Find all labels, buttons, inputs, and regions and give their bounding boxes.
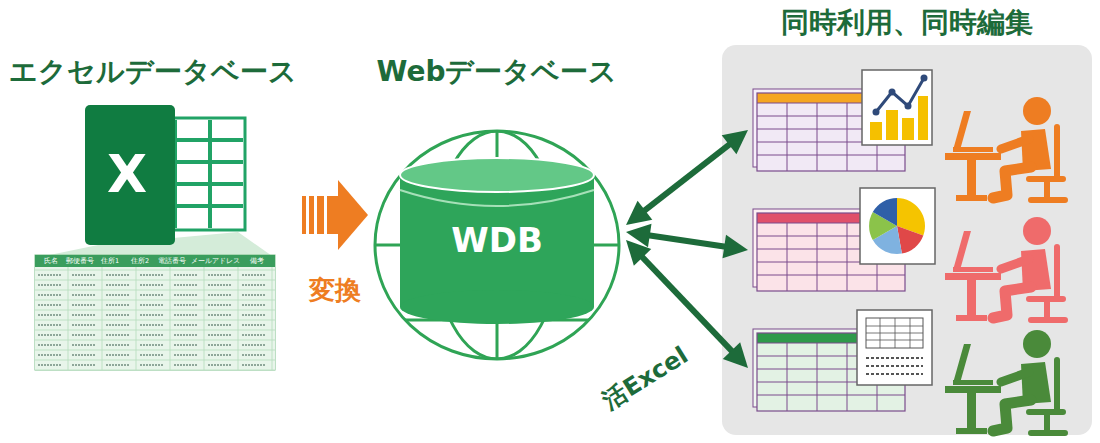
person-icon	[945, 217, 1065, 321]
node-label: WDB	[368, 218, 626, 262]
document-icon	[857, 310, 932, 385]
double-arrow	[626, 240, 748, 368]
bar-chart-icon	[862, 70, 932, 145]
double-arrow	[626, 130, 748, 225]
arrow-head	[626, 240, 651, 266]
excel-icon	[35, 105, 275, 258]
arrow-head	[723, 342, 748, 368]
person-icon	[945, 330, 1065, 434]
pie-chart-icon	[860, 188, 935, 264]
edge-label: 活Excel	[596, 339, 693, 416]
connector-line	[640, 234, 734, 248]
heading-text: エクセルデータベース	[4, 50, 302, 94]
spreadsheet-image	[35, 255, 275, 370]
globe-icon	[360, 120, 640, 370]
diagram-node: エクセルデータベース	[4, 50, 302, 375]
heading-text: Webデータベース	[368, 50, 626, 94]
column-header: 備考	[241, 255, 273, 267]
arrow-stripe	[309, 196, 314, 234]
heading-text: 同時利用、同時編集	[718, 1, 1096, 45]
column-header: メールアドレス	[189, 255, 241, 267]
arrow-stripe	[317, 196, 324, 234]
panel-ground	[722, 45, 1092, 435]
column-header: 氏名	[37, 255, 65, 267]
person-icon	[945, 97, 1065, 201]
panel-region: 同時利用、同時編集	[718, 45, 1096, 435]
edge-label: 変換	[309, 273, 361, 308]
column-header: 住所2	[125, 255, 155, 267]
arrow-head	[722, 130, 748, 154]
arrow-stripe	[302, 196, 306, 234]
arrow-head	[723, 235, 748, 259]
diagram-node: Webデータベース WDB	[368, 50, 626, 365]
arrow-head	[626, 201, 652, 225]
connector-line	[637, 139, 737, 217]
column-header: 住所1	[95, 255, 125, 267]
block-arrow	[302, 180, 368, 250]
arrow-body	[327, 196, 338, 234]
connector-line	[636, 250, 739, 358]
column-header: 電話番号	[155, 255, 189, 267]
sheet-header-row: 氏名郵便番号住所1住所2電話番号メールアドレス備考	[37, 255, 273, 267]
arrow-head	[338, 180, 368, 250]
column-header: 郵便番号	[65, 255, 95, 267]
logo-letter: X	[100, 143, 154, 205]
